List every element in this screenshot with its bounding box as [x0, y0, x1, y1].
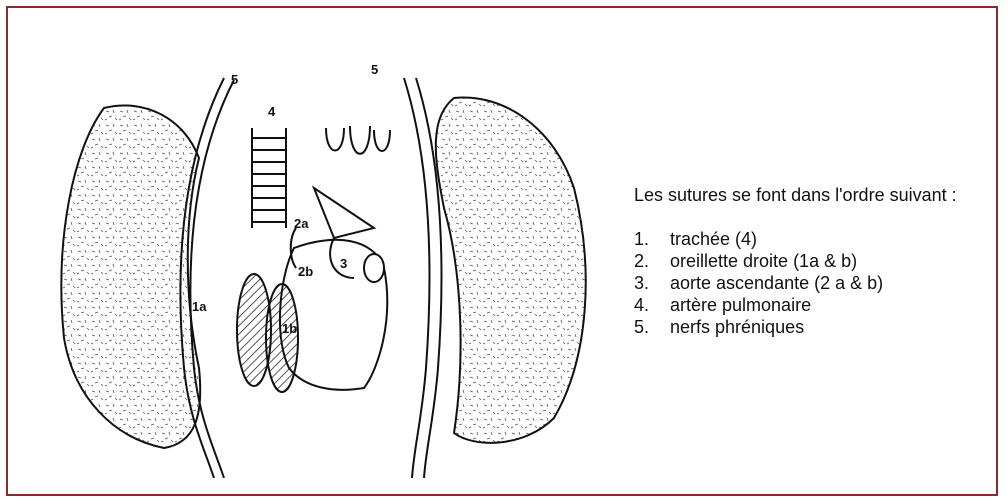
list-item: 2.oreillette droite (1a & b): [634, 250, 994, 272]
left-lung: [61, 105, 200, 448]
list-number: 3.: [634, 272, 670, 294]
suture-order-list: 1.trachée (4) 2.oreillette droite (1a & …: [634, 228, 994, 338]
caption-block: Les sutures se font dans l'ordre suivant…: [634, 184, 994, 338]
list-item: 3.aorte ascendante (2 a & b): [634, 272, 994, 294]
list-number: 2.: [634, 250, 670, 272]
list-text: nerfs phréniques: [670, 316, 804, 338]
pulmonary-label: 3: [340, 256, 347, 271]
list-number: 5.: [634, 316, 670, 338]
list-text: artère pulmonaire: [670, 294, 811, 316]
list-item: 1.trachée (4): [634, 228, 994, 250]
trachea-label: 4: [268, 104, 276, 119]
list-number: 4.: [634, 294, 670, 316]
caption-intro: Les sutures se font dans l'ordre suivant…: [634, 184, 994, 206]
figure-frame: 5 5 4 2a 2b 3 1a 1b Les sutures se font …: [6, 6, 998, 496]
list-text: aorte ascendante (2 a & b): [670, 272, 883, 294]
phrenic-label-right: 5: [371, 62, 378, 77]
atrium-label-b: 1b: [282, 321, 297, 336]
list-text: trachée (4): [670, 228, 757, 250]
phrenic-label-left: 5: [231, 72, 238, 87]
trachea: [252, 128, 286, 228]
list-item: 4.artère pulmonaire: [634, 294, 994, 316]
list-item: 5.nerfs phréniques: [634, 316, 994, 338]
aorta-label-a: 2a: [294, 216, 309, 231]
atrial-flap-right: [266, 284, 298, 392]
list-text: oreillette droite (1a & b): [670, 250, 857, 272]
atrium-label-a: 1a: [192, 299, 207, 314]
right-lung: [436, 98, 586, 443]
anatomical-illustration: 5 5 4 2a 2b 3 1a 1b: [34, 38, 614, 478]
aorta-label-b: 2b: [298, 264, 313, 279]
list-number: 1.: [634, 228, 670, 250]
